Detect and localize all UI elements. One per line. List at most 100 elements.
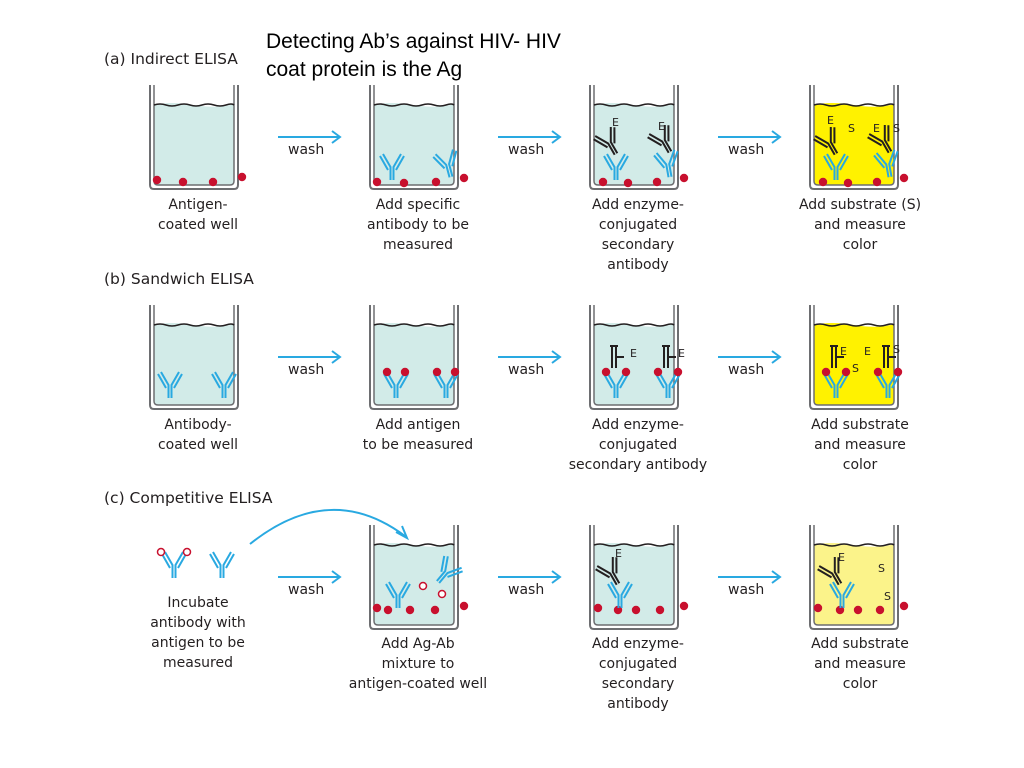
- substrate-label-s: S: [852, 362, 859, 375]
- liquid-surface: [593, 323, 675, 327]
- wash-label: wash: [508, 582, 544, 598]
- wash-label: wash: [508, 142, 544, 158]
- enzyme-label-e: E: [827, 114, 834, 127]
- well-outer-wall: [149, 305, 239, 410]
- antigen-dot: [631, 605, 641, 615]
- antigen-dot: [399, 178, 409, 188]
- antigen-dot: [431, 177, 441, 187]
- well-outer-wall: [149, 85, 239, 190]
- well-r3-c3: [589, 525, 679, 630]
- antigen-dot: [598, 177, 608, 187]
- antibody-free: [209, 551, 235, 579]
- wash-arrow-head: [331, 350, 342, 364]
- antigen-dot: [841, 367, 851, 377]
- well-inner-wall: [153, 305, 235, 406]
- section-title-sandwich: (b) Sandwich ELISA: [104, 270, 254, 288]
- well-r3-c2: [369, 525, 459, 630]
- curved-arrow: [249, 509, 406, 545]
- antigen-dot: [613, 605, 623, 615]
- well-r2-c1: [149, 305, 239, 410]
- wash-label: wash: [508, 362, 544, 378]
- wash-arrow-r2-3: wash: [718, 350, 782, 378]
- antigen-dot: [400, 367, 410, 377]
- antigen-dot: [899, 601, 909, 611]
- antigen-free-open: [418, 581, 428, 591]
- well-inner-wall: [593, 305, 675, 406]
- section-title-indirect: (a) Indirect ELISA: [104, 50, 238, 68]
- antigen-dot: [623, 178, 633, 188]
- overlay-title-line1: Detecting Ab’s against HIV- HIV: [266, 30, 561, 53]
- substrate-label-s: S: [893, 343, 900, 356]
- antigen-dot: [383, 605, 393, 615]
- well-outer-wall: [369, 525, 459, 630]
- antigen-dot: [237, 172, 247, 182]
- well-inner-wall: [593, 525, 675, 626]
- antigen-dot: [653, 367, 663, 377]
- well-liquid: [154, 103, 234, 185]
- well-inner-wall: [813, 305, 895, 406]
- antigen-dot: [652, 177, 662, 187]
- overlay-title-line2: coat protein is the Ag: [266, 58, 463, 81]
- wash-label: wash: [288, 362, 324, 378]
- antigen-dot: [872, 177, 882, 187]
- antigen-dot: [372, 177, 382, 187]
- wash-arrow-r3-2: wash: [498, 570, 562, 598]
- curved-arrow-head: [395, 525, 410, 541]
- wash-arrow-head: [551, 570, 562, 584]
- enzyme-label-e: E: [873, 122, 880, 135]
- well-outer-wall: [589, 525, 679, 630]
- wash-arrow-head: [331, 570, 342, 584]
- wash-arrow-r3-3: wash: [718, 570, 782, 598]
- liquid-surface: [593, 103, 675, 107]
- antigen-dot: [432, 367, 442, 377]
- substrate-label-s: S: [878, 562, 885, 575]
- well-inner-wall: [813, 85, 895, 186]
- antigen-dot: [893, 367, 903, 377]
- well-liquid: [374, 103, 454, 185]
- antigen-dot: [430, 605, 440, 615]
- antigen-dot: [843, 178, 853, 188]
- liquid-surface: [373, 543, 455, 547]
- antigen-dot: [405, 605, 415, 615]
- well-inner-wall: [373, 305, 455, 406]
- well-r1-c2: [369, 85, 459, 190]
- antigen-dot: [818, 177, 828, 187]
- antigen-dot: [813, 603, 823, 613]
- liquid-surface: [813, 103, 895, 107]
- antigen-dot: [835, 605, 845, 615]
- wash-arrow-r2-1: wash: [278, 350, 342, 378]
- overlay-title: Detecting Ab’s against HIV- HIV coat pro…: [266, 28, 686, 84]
- caption-b1: Antibody-coated well: [157, 417, 239, 453]
- antigen-dot: [679, 601, 689, 611]
- enzyme-label-e: E: [612, 116, 619, 129]
- liquid-surface: [813, 323, 895, 327]
- antigen-dot: [382, 367, 392, 377]
- antigen-dot: [601, 367, 611, 377]
- antigen-dot: [208, 177, 218, 187]
- antigen-free-open: [156, 547, 166, 557]
- antigen-dot: [821, 367, 831, 377]
- well-outer-wall: [809, 525, 899, 630]
- antigen-dot: [873, 367, 883, 377]
- arrows-layer: wash wash wash wash wash wash wash wash wash: [249, 130, 782, 598]
- wash-arrow-r1-1: wash: [278, 130, 342, 158]
- well-inner-wall: [813, 525, 895, 626]
- antigen-dot: [178, 177, 188, 187]
- liquid-surface: [153, 103, 235, 107]
- caption-a1: Antigen-coated well: [157, 197, 239, 233]
- wash-label: wash: [288, 582, 324, 598]
- wash-arrow-head: [551, 130, 562, 144]
- well-outer-wall: [589, 85, 679, 190]
- enzyme-label-e: E: [630, 347, 637, 360]
- antigen-free-open: [182, 547, 192, 557]
- wash-arrow-head: [331, 130, 342, 144]
- liquid-surface: [593, 543, 675, 547]
- wash-label: wash: [728, 142, 764, 158]
- enzyme-label-e: E: [838, 551, 845, 564]
